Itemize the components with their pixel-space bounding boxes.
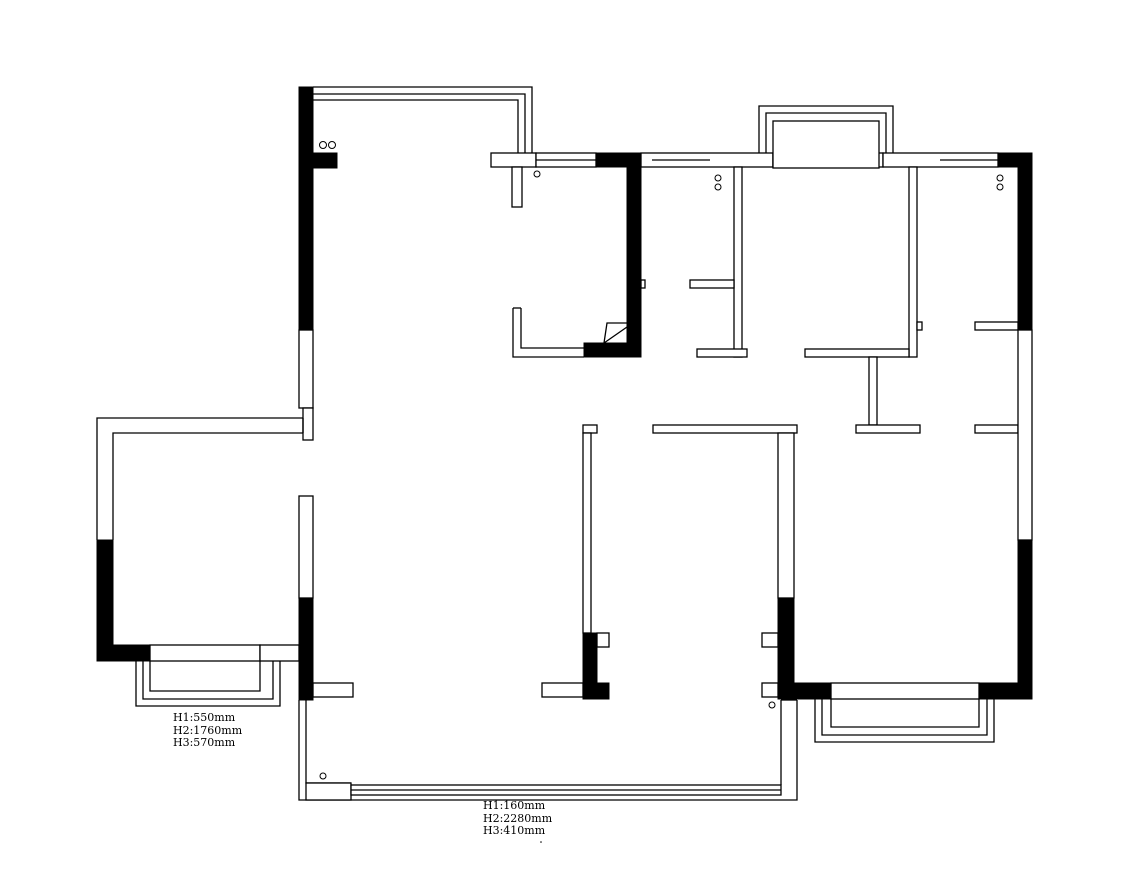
bathroom-walls	[512, 166, 646, 358]
left-window-dimensions: H1:550mm H2:1760mm H3:570mm	[173, 711, 243, 750]
bottom-window-dimensions: H1:160mm H2:2280mm H3:410mm	[483, 799, 553, 838]
left-window-h2: H2:1760mm	[173, 723, 243, 737]
closet-walls	[689, 166, 748, 358]
pipe-symbols	[319, 141, 1004, 780]
bottom-window-h2: H2:2280mm	[483, 811, 553, 825]
left-window-h3: H3:570mm	[173, 736, 236, 749]
left-room-walls	[96, 417, 304, 707]
bottom-balcony	[298, 699, 798, 801]
center-partitions	[541, 424, 798, 700]
left-window-h1: H1:550mm	[173, 711, 236, 724]
top-balcony-frame	[313, 86, 537, 208]
left-wall-main	[298, 86, 354, 701]
bottom-window-h3: H3:410mm	[483, 824, 546, 837]
bottom-right-bedroom	[761, 597, 1033, 743]
right-wall	[1017, 152, 1033, 699]
dot-mark	[540, 841, 542, 843]
bottom-window-h1: H1:160mm	[483, 799, 546, 812]
bedroom-middle-walls	[804, 166, 1019, 434]
top-bay-window	[758, 105, 894, 169]
